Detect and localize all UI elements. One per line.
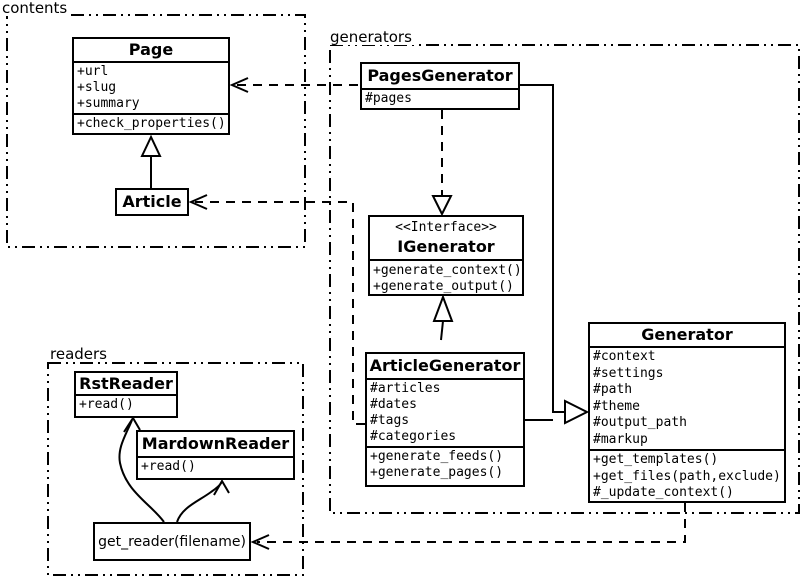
class-mardownreader[interactable]: MardownReader +read() <box>136 430 295 480</box>
open-arrowhead-icon <box>123 416 141 433</box>
edge-articlegenerator-to-igenerator-realization <box>432 294 454 341</box>
class-igenerator[interactable]: <<Interface>> IGenerator +generate_conte… <box>368 215 524 296</box>
edge-pagesgenerator-to-page-dependency <box>229 77 358 93</box>
attribute: #articles <box>370 381 441 396</box>
function-get-reader[interactable]: get_reader(filename) <box>93 522 251 561</box>
class-generator[interactable]: Generator #context #settings #path #them… <box>588 322 786 503</box>
inheritance-triangle-icon <box>564 399 590 425</box>
class-articlegenerator-attributes: #articles #dates #tags #categories <box>367 380 523 446</box>
attribute: #settings <box>593 365 664 381</box>
open-arrowhead-icon <box>213 479 230 496</box>
edge-getreader-to-mardownreader <box>176 479 230 523</box>
attribute: #dates <box>370 397 417 412</box>
class-articlegenerator-title: ArticleGenerator <box>367 354 523 380</box>
class-generator-title: Generator <box>590 324 784 348</box>
class-page-attributes: +url +slug +summary <box>74 63 228 113</box>
method: +get_files(path,exclude) <box>593 468 781 484</box>
class-igenerator-stereotype: <<Interface>> <box>395 220 497 235</box>
method: +generate_output() <box>373 279 514 294</box>
method: +read() <box>79 397 134 412</box>
edge-generator-to-getreader-dependency <box>250 503 686 550</box>
class-pagesgenerator-title: PagesGenerator <box>362 64 518 90</box>
edge-generators-to-generator-generalization <box>518 84 590 425</box>
package-border-contents <box>6 14 306 248</box>
edge-articlegenerator-to-article-dependency <box>188 194 365 425</box>
attribute: #context <box>593 349 656 364</box>
open-arrowhead-icon <box>229 77 249 93</box>
package-label-contents: contents <box>0 0 70 17</box>
class-mardownreader-title: MardownReader <box>138 432 293 458</box>
class-igenerator-title: IGenerator <box>397 237 495 256</box>
package-border-generators <box>329 44 800 514</box>
package-border-readers <box>47 362 304 576</box>
class-articlegenerator-methods: +generate_feeds() +generate_pages() <box>367 446 523 482</box>
class-article[interactable]: Article <box>115 188 189 216</box>
method: +get_templates() <box>593 452 719 467</box>
class-mardownreader-methods: +read() <box>138 458 293 476</box>
attribute: +summary <box>77 96 140 111</box>
edge-article-to-page-generalization <box>140 134 162 188</box>
method: +check_properties() <box>77 116 226 131</box>
class-pagesgenerator-attributes: #pages <box>362 90 518 108</box>
attribute: #markup <box>593 431 648 447</box>
attribute: #path <box>593 382 633 397</box>
attribute: #tags <box>370 413 410 428</box>
class-page-methods: +check_properties() <box>74 113 228 133</box>
attribute: #categories <box>370 429 457 444</box>
open-arrowhead-icon <box>250 534 270 550</box>
attribute: +url <box>77 64 109 79</box>
method: +generate_context() <box>373 263 522 278</box>
function-get-reader-label: get_reader(filename) <box>98 533 246 550</box>
class-generator-methods: +get_templates() +get_files(path,exclude… <box>590 449 784 503</box>
package-label-generators: generators <box>328 28 414 46</box>
class-page-title: Page <box>74 39 228 63</box>
method: #_update_context() <box>593 485 734 500</box>
class-article-title: Article <box>122 192 182 211</box>
inheritance-triangle-icon <box>140 134 162 157</box>
edge-getreader-to-rstreader <box>118 416 165 523</box>
class-pagesgenerator[interactable]: PagesGenerator #pages <box>360 62 520 110</box>
method: +generate_feeds() <box>370 449 504 464</box>
class-articlegenerator[interactable]: ArticleGenerator #articles #dates #tags … <box>365 352 525 487</box>
class-igenerator-methods: +generate_context() +generate_output() <box>370 261 522 296</box>
realization-triangle-icon <box>431 195 453 217</box>
package-label-readers: readers <box>48 345 109 363</box>
realization-triangle-icon <box>432 294 454 322</box>
attribute: #output_path <box>593 415 687 430</box>
class-page[interactable]: Page +url +slug +summary +check_properti… <box>72 37 230 135</box>
edge-pagesgenerator-to-igenerator-realization <box>431 110 453 217</box>
attribute: #pages <box>365 91 412 106</box>
attribute: #theme <box>593 398 640 414</box>
open-arrowhead-icon <box>188 194 208 210</box>
method: +generate_pages() <box>370 465 504 480</box>
class-rstreader-title: RstReader <box>76 373 176 396</box>
class-rstreader-methods: +read() <box>76 396 176 414</box>
class-rstreader[interactable]: RstReader +read() <box>74 371 178 418</box>
method: +read() <box>141 459 196 474</box>
attribute: +slug <box>77 80 117 95</box>
class-generator-attributes: #context #settings #path #theme #output_… <box>590 348 784 449</box>
